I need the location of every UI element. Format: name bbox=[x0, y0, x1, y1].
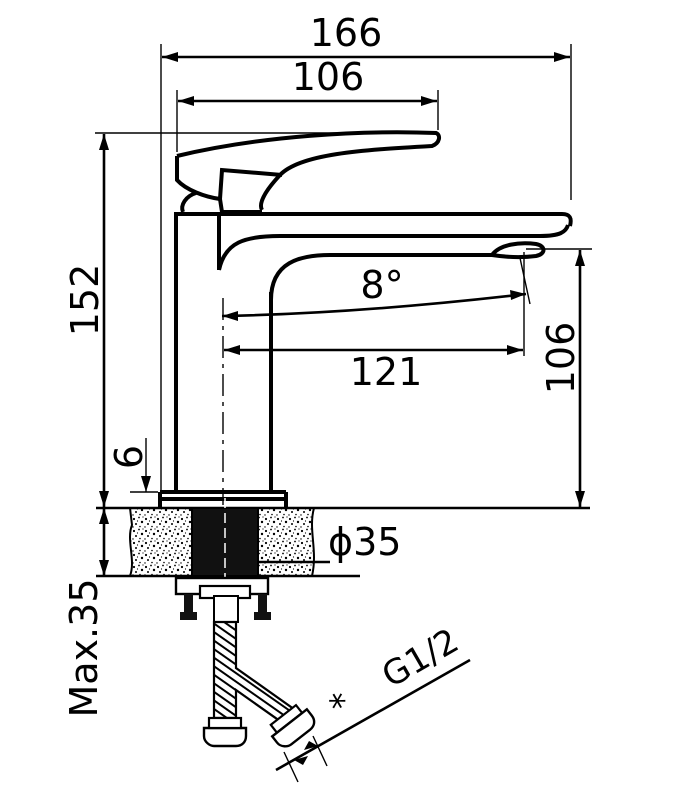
label-handle-width: 106 bbox=[292, 55, 365, 99]
dim-spout-height: 106 bbox=[526, 248, 592, 507]
countertop-section bbox=[96, 498, 590, 582]
label-overall-width: 166 bbox=[310, 11, 383, 55]
label-spout-reach: 121 bbox=[350, 350, 423, 394]
dim-spout-reach: 121 bbox=[224, 345, 523, 394]
label-spout-height: 106 bbox=[539, 322, 583, 395]
label-overall-height: 152 bbox=[63, 264, 107, 337]
dim-overall-width: 166 bbox=[160, 11, 572, 505]
label-hole-diameter: ϕ35 bbox=[328, 520, 401, 564]
dim-handle-width: 106 bbox=[176, 55, 439, 152]
flexible-hoses bbox=[202, 620, 316, 748]
faucet-handle bbox=[175, 130, 442, 214]
hose-nut-left bbox=[202, 726, 248, 748]
faucet-column bbox=[174, 212, 221, 492]
dim-spout-angle: 8° bbox=[221, 252, 531, 356]
dim-hole-diameter: ϕ35 bbox=[258, 520, 401, 564]
label-max-counter: Max.35 bbox=[62, 579, 106, 718]
fixing-assembly bbox=[174, 576, 271, 623]
spout-nozzle bbox=[490, 241, 546, 260]
label-connection-symbol: * bbox=[323, 685, 358, 728]
hose-nut-right bbox=[269, 703, 316, 748]
dim-connection: * G1/2 bbox=[275, 621, 471, 783]
dim-base-thickness: 6 bbox=[107, 438, 158, 493]
label-connection-thread: G1/2 bbox=[375, 621, 465, 696]
label-base-thickness: 6 bbox=[107, 445, 151, 469]
faucet-body bbox=[158, 212, 573, 508]
dim-max-counter: Max.35 bbox=[62, 508, 109, 718]
label-spout-angle: 8° bbox=[360, 263, 403, 307]
dim-overall-height: 152 bbox=[63, 132, 436, 507]
